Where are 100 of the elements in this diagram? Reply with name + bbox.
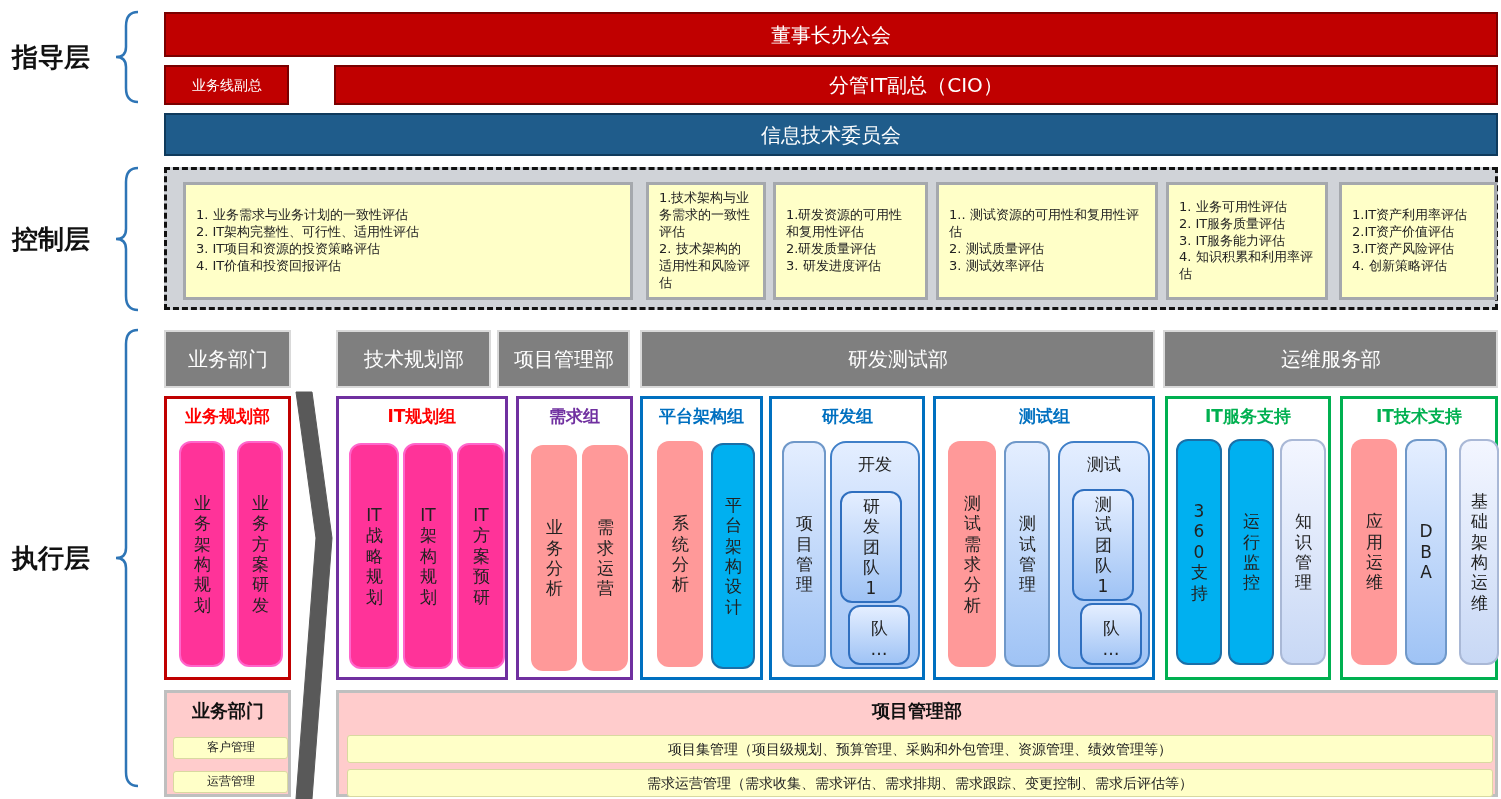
department-header — [336, 330, 491, 388]
evaluation-item: 1.IT资产利用率评估 — [1352, 207, 1468, 225]
evaluation-item: 3. IT项目和资源的投资策略评估 — [196, 241, 381, 258]
evaluation-item: 2. IT服务质量评估 — [1179, 215, 1286, 233]
evaluation-item: 1.. 测试资源的可用性和复用性评估 — [949, 207, 1140, 241]
role-pill — [1004, 441, 1050, 667]
control-layer-panel — [164, 167, 1498, 310]
team-group — [769, 396, 925, 680]
department-label: 运维服务部 — [1280, 346, 1381, 372]
layer-label: 指导层 — [12, 41, 90, 74]
evaluation-item: 2. 技术架构的适用性和风险评估 — [659, 241, 751, 292]
function-bar — [173, 771, 288, 793]
department-header — [1163, 330, 1498, 388]
role-label: 平台架构设计 — [723, 494, 743, 618]
group-title: 研发组 — [820, 405, 874, 428]
team-card — [840, 491, 902, 603]
banner-label: 业务线副总 — [191, 75, 262, 95]
role-label: IT方案预研 — [471, 505, 491, 607]
role-pill — [1459, 439, 1499, 665]
team-group — [516, 396, 633, 680]
department-label: 研发测试部 — [847, 346, 948, 372]
department-label: 项目管理部 — [513, 346, 614, 372]
department-header — [497, 330, 630, 388]
team-title: 开发 — [857, 453, 893, 476]
role-label: 业务方案研发 — [250, 492, 270, 616]
role-pill — [1176, 439, 1222, 665]
evaluation-box — [1339, 182, 1497, 300]
function-label: 客户管理 — [206, 740, 255, 756]
role-pill — [457, 443, 505, 669]
role-pill — [1280, 439, 1326, 665]
committee-banner — [164, 113, 1498, 156]
team-group — [164, 396, 291, 680]
role-label: 测试需求分析 — [962, 492, 982, 616]
evaluation-item: 3. IT服务能力评估 — [1179, 232, 1286, 250]
function-label: 项目集管理（项目级规划、预算管理、采购和外包管理、资源管理、绩效管理等） — [668, 739, 1172, 759]
evaluation-item: 1.研发资源的可用性和复用性评估 — [786, 207, 904, 241]
chevron-arrow — [295, 391, 333, 799]
evaluation-box — [183, 182, 633, 300]
role-pill — [349, 443, 399, 669]
role-label: IT战略规划 — [364, 505, 384, 607]
role-label: 测试管理 — [1017, 513, 1037, 595]
evaluation-item: 3.IT资产风险评估 — [1352, 241, 1455, 258]
office-banner — [164, 12, 1498, 57]
evaluation-box — [646, 182, 766, 300]
office-banner — [164, 65, 289, 105]
role-pill — [1228, 439, 1274, 665]
evaluation-box — [1166, 182, 1328, 300]
function-label: 需求运营管理（需求收集、需求评估、需求排期、需求跟踪、变更控制、需求后评估等） — [647, 773, 1193, 793]
evaluation-item: 2. IT架构完整性、可行性、适用性评估 — [196, 224, 420, 241]
role-pill — [782, 441, 826, 667]
banner-label: 分管IT副总（CIO） — [829, 72, 1003, 98]
role-label: 系统分析 — [670, 513, 690, 595]
department-label: 技术规划部 — [363, 346, 464, 372]
evaluation-item: 2.研发质量评估 — [786, 241, 877, 258]
evaluation-box — [773, 182, 928, 300]
function-bar — [347, 769, 1493, 797]
office-banner — [334, 65, 1498, 105]
role-label: 业务架构规划 — [192, 492, 212, 616]
group-title: IT技术支持 — [1375, 405, 1463, 428]
role-pill — [179, 441, 225, 667]
role-label: IT架构规划 — [418, 505, 438, 607]
role-label: 项目管理 — [794, 513, 814, 595]
team-group — [1340, 396, 1498, 680]
role-pill — [531, 445, 577, 671]
function-bar — [173, 737, 288, 759]
evaluation-item: 4. IT价值和投资回报评估 — [196, 257, 342, 275]
role-label: 运行监控 — [1241, 511, 1261, 593]
banner-label: 信息技术委员会 — [761, 121, 901, 148]
evaluation-item: 2.IT资产价值评估 — [1352, 224, 1455, 241]
group-title: 业务规划部 — [184, 405, 271, 428]
role-pill — [582, 445, 628, 671]
panel-title: 项目管理部 — [870, 699, 963, 723]
role-label: 360支持 — [1189, 501, 1209, 603]
evaluation-item: 2. 测试质量评估 — [949, 241, 1044, 258]
role-label: 业务分析 — [544, 517, 564, 599]
evaluation-box — [936, 182, 1158, 300]
role-label: 队… — [1101, 618, 1121, 659]
team-card — [848, 605, 910, 665]
management-panel — [336, 690, 1498, 797]
group-title: IT规划组 — [386, 405, 458, 428]
role-pill — [1351, 439, 1397, 665]
evaluation-item: 1. 业务可用性评估 — [1179, 198, 1287, 216]
panel-title: 业务部门 — [190, 699, 265, 723]
role-label: 知识管理 — [1293, 511, 1313, 593]
group-title: IT服务支持 — [1204, 405, 1292, 428]
role-pill — [403, 443, 453, 669]
evaluation-item: 4. 知识积累和利用率评估 — [1179, 249, 1314, 284]
layer-label: 执行层 — [12, 542, 90, 575]
role-pill — [237, 441, 283, 667]
group-title: 平台架构组 — [658, 405, 745, 428]
team-group — [336, 396, 508, 680]
role-label: 队… — [869, 618, 889, 659]
team-card — [1080, 603, 1142, 665]
department-header — [640, 330, 1155, 388]
team-group — [933, 396, 1155, 680]
role-label: DBA — [1418, 521, 1434, 583]
department-header — [164, 330, 291, 388]
group-title: 测试组 — [1017, 405, 1071, 428]
department-label: 业务部门 — [187, 346, 268, 372]
team-group — [1165, 396, 1331, 680]
